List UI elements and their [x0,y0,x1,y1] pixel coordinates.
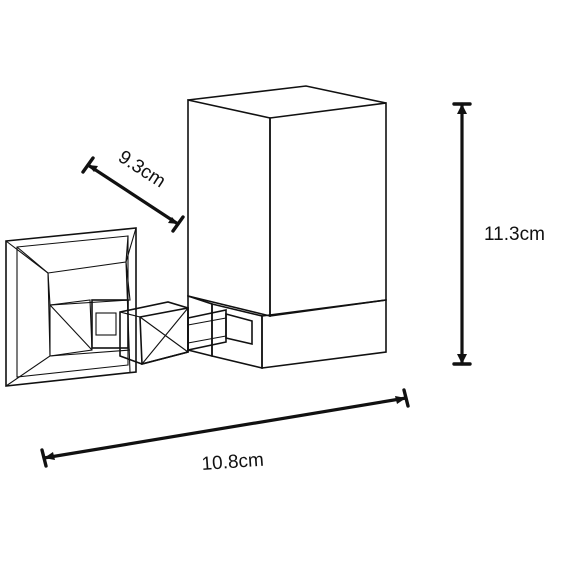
wall-plate [5,227,137,387]
width-label: 10.8cm [201,450,265,475]
width-dimension: 10.8cm [40,388,410,475]
connector-knob [119,301,189,366]
holder-ring [187,294,387,370]
height-dimension: 11.3cm [452,102,545,366]
square-tumbler [187,85,387,318]
depth-dimension: 9.3cm [81,147,185,233]
depth-label: 9.3cm [114,147,169,193]
height-label: 11.3cm [484,224,545,245]
support-arm [187,309,227,351]
